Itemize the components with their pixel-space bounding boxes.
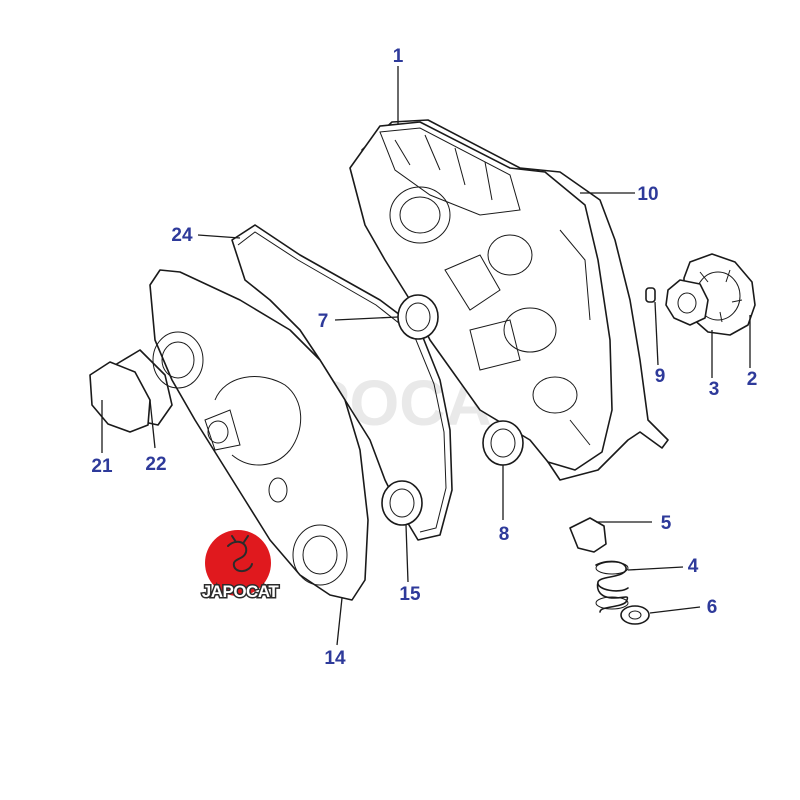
- part-21-plate: [89, 361, 151, 433]
- callout-6: 6: [707, 597, 718, 618]
- callout-9: 9: [655, 366, 666, 387]
- callout-5: 5: [661, 513, 672, 534]
- callout-22: 22: [145, 454, 166, 475]
- callout-8: 8: [499, 524, 510, 545]
- logo-cat-icon: [227, 535, 253, 572]
- callout-21: 21: [91, 456, 113, 477]
- part-9-pin: [645, 287, 656, 303]
- leader-lines: [101, 66, 751, 646]
- callout-15: 15: [399, 584, 421, 605]
- callout-1: 1: [393, 46, 404, 67]
- part-3-rotor: [665, 279, 709, 326]
- callout-14: 14: [324, 648, 346, 669]
- logo-red-circle: [205, 530, 271, 596]
- part-14-cover: [149, 269, 369, 601]
- part-24-gasket: [231, 224, 453, 541]
- part-5-plunger: [569, 517, 607, 553]
- callout-3: 3: [709, 379, 720, 400]
- callout-2: 2: [747, 369, 758, 390]
- japocat-logo: JAPOCAT: [200, 530, 281, 603]
- callout-4: 4: [688, 556, 699, 577]
- logo-text: JAPOCAT: [202, 582, 280, 601]
- part-6-washer: [620, 605, 650, 625]
- callout-7: 7: [318, 311, 329, 332]
- callout-24: 24: [171, 225, 193, 246]
- part-15-seal: [381, 480, 423, 526]
- part-4-spring: [595, 560, 629, 613]
- part-10-gasket: [361, 119, 669, 481]
- part-7-seal: [397, 294, 439, 340]
- callout-labels: 1 10 2 3 9 7 8 5 4 6 15 14 21 22 24: [91, 46, 757, 669]
- part-8-seal: [482, 420, 524, 466]
- callout-10: 10: [637, 184, 658, 205]
